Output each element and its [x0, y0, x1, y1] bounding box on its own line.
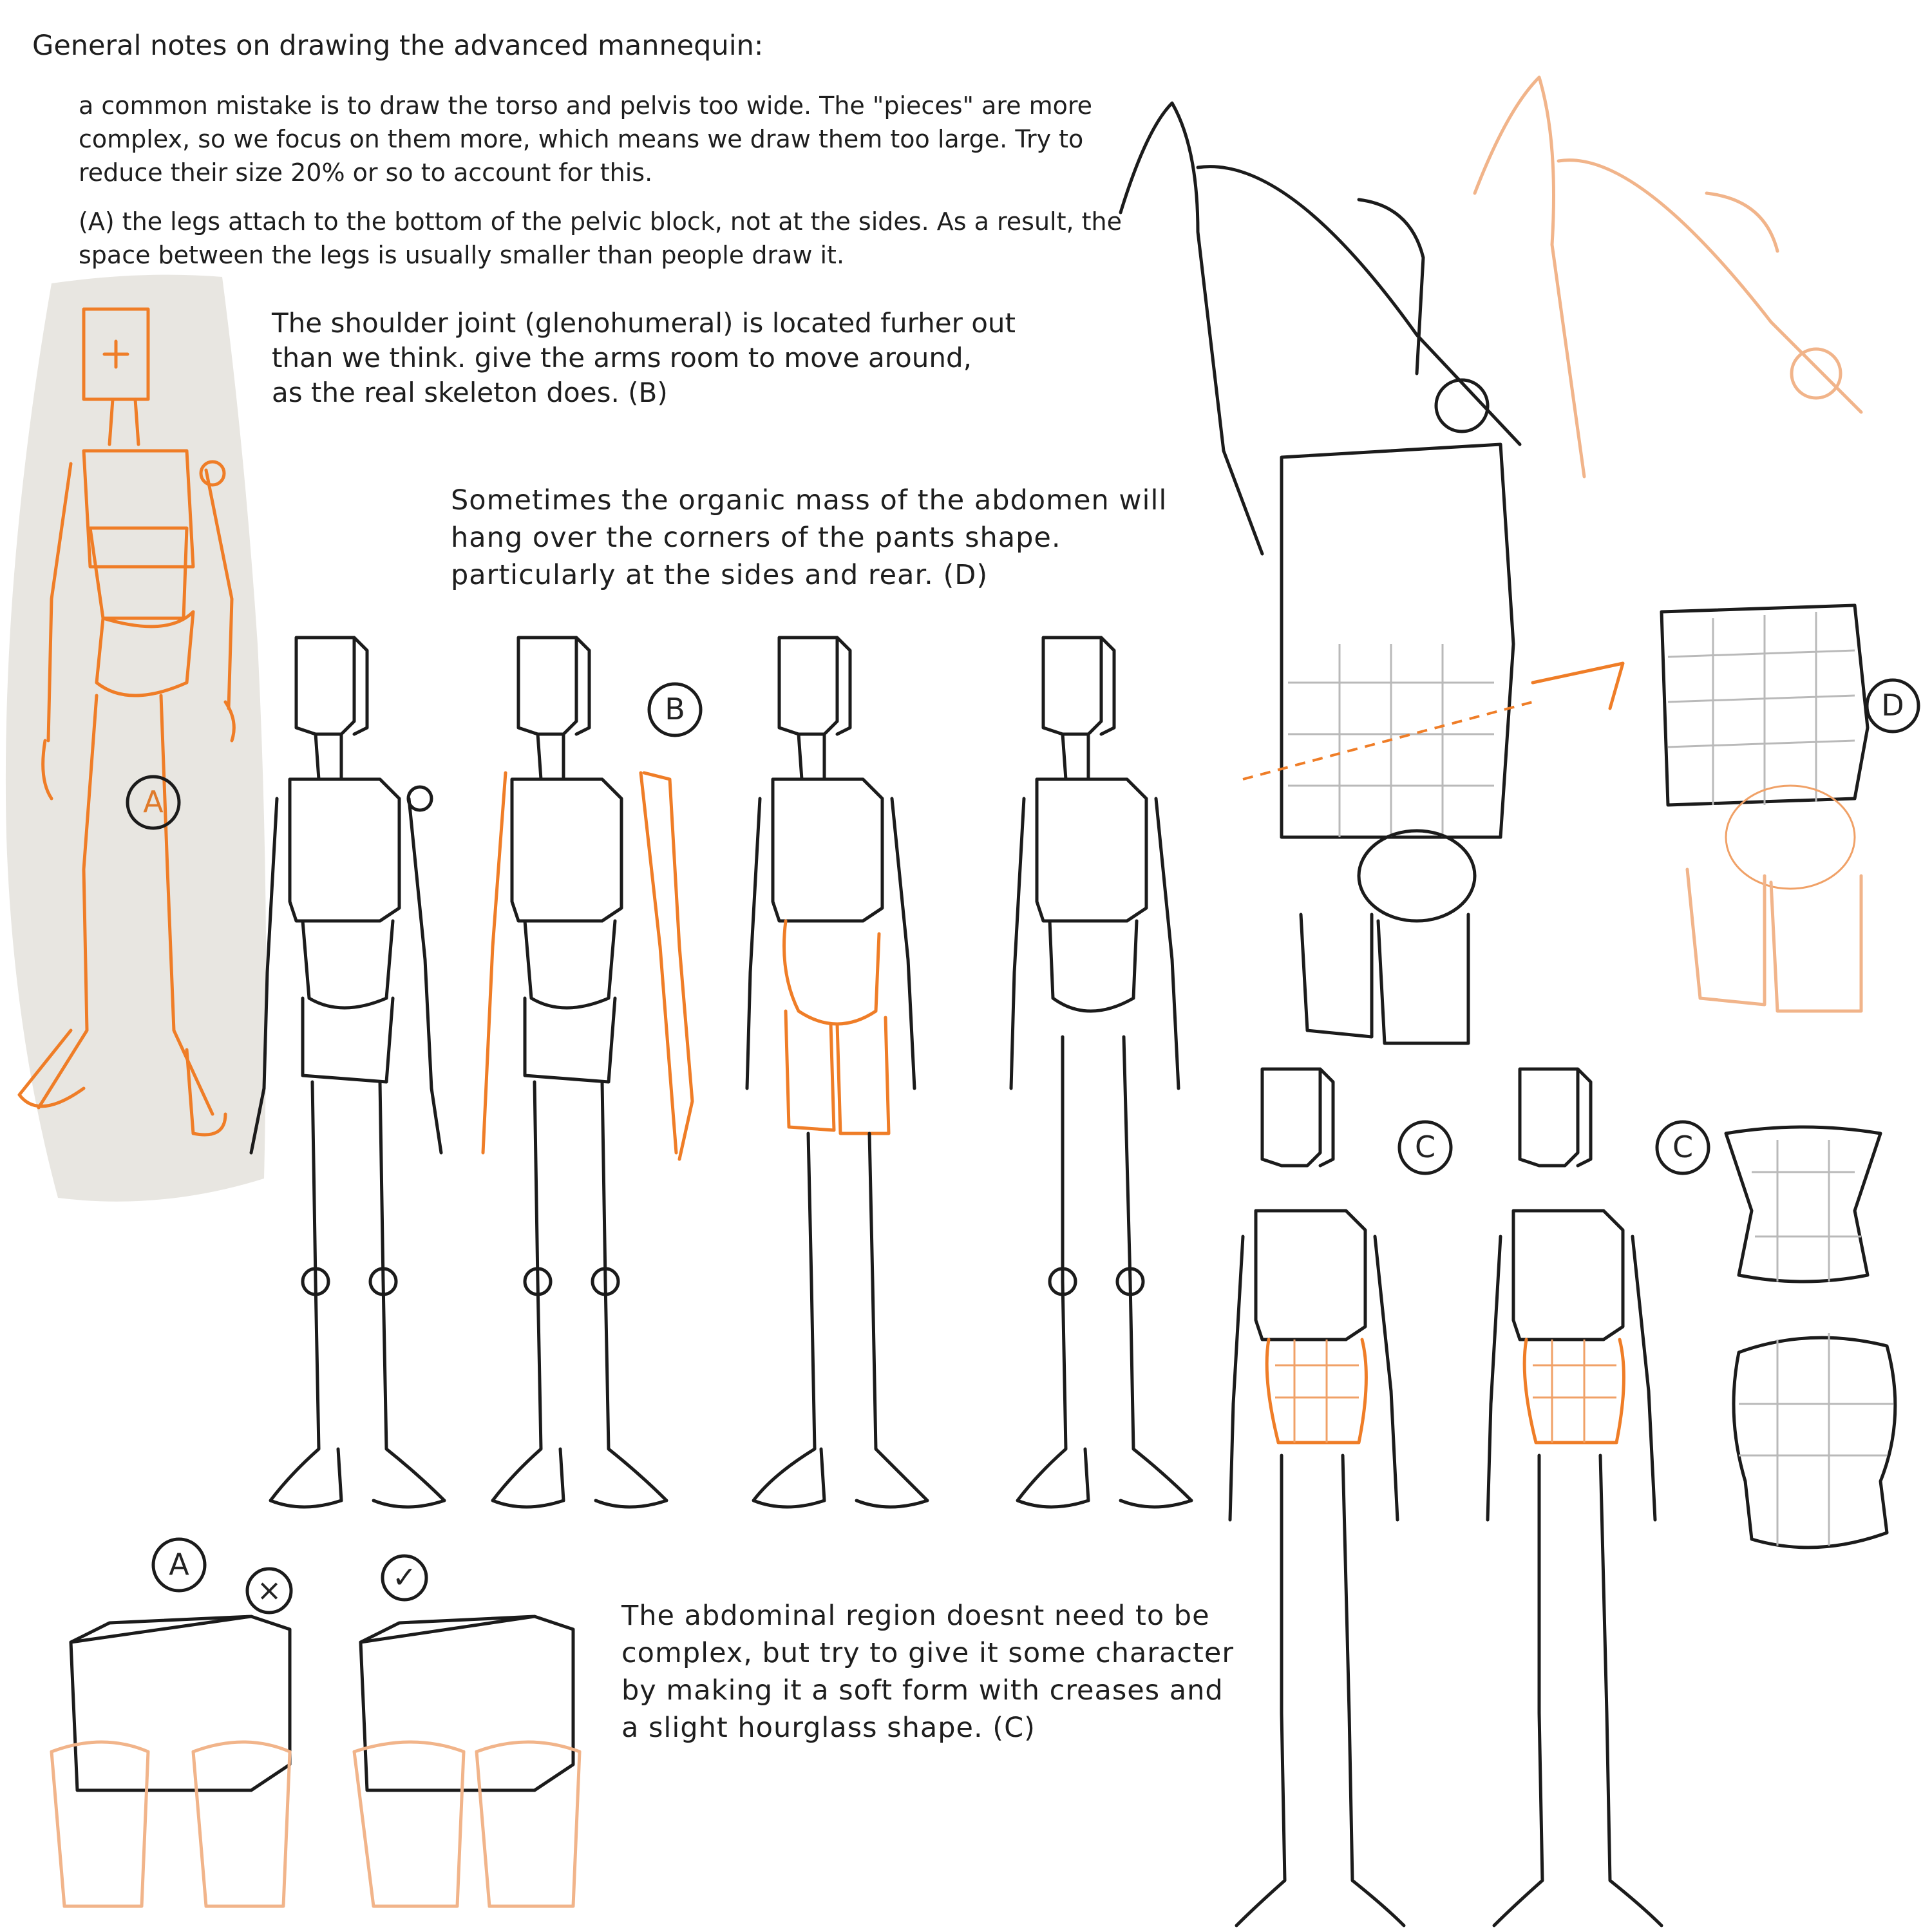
raised-arm-figure-dark — [1119, 101, 1522, 1045]
label-c-1: C — [1414, 1130, 1436, 1164]
label-circles — [126, 678, 1920, 1615]
note-shoulder-joint: The shoulder joint (glenohumeral) is loc… — [272, 307, 1016, 408]
note-torso-width: a common mistake is to draw the torso an… — [79, 91, 1093, 187]
label-d: D — [1881, 688, 1904, 723]
beige-panel-mannequin — [5, 274, 267, 1202]
hourglass-mannequins — [1228, 1067, 1897, 1927]
raised-arm-figure-orange — [1242, 75, 1870, 1013]
label-a-bottom: A — [169, 1547, 189, 1582]
pelvis-leg-comparison — [50, 1615, 582, 1908]
label-a-left: A — [143, 784, 164, 819]
right-mark: ✓ — [392, 1560, 417, 1595]
note-abdominal-region: The abdominal region doesnt need to be c… — [621, 1600, 1235, 1744]
mannequin-row — [249, 636, 1193, 1509]
note-abdomen-mass: Sometimes the organic mass of the abdome… — [451, 484, 1168, 591]
label-c-2: C — [1672, 1130, 1694, 1164]
label-b: B — [665, 692, 685, 726]
note-legs-attach: (A) the legs attach to the bottom of the… — [79, 207, 1122, 269]
wrong-mark: × — [256, 1573, 282, 1607]
mannequin-2 — [481, 636, 694, 1509]
mannequin-4 — [1009, 636, 1193, 1509]
page-title: General notes on drawing the advanced ma… — [32, 30, 764, 62]
mannequin-1 — [249, 636, 446, 1509]
mannequin-3 — [745, 636, 929, 1509]
